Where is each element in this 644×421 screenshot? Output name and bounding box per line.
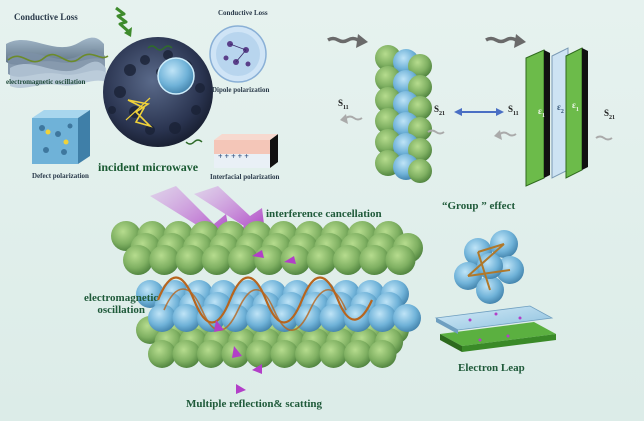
layer-sphere (123, 245, 153, 275)
layer-sphere (319, 304, 348, 332)
layer-sphere (270, 304, 299, 332)
layer-sphere (344, 340, 372, 368)
layer-sphere (359, 245, 390, 275)
layer-sphere (228, 245, 258, 275)
incident-microwave-label: incident microwave (98, 160, 199, 174)
group-effect-label: “Group ” effect (442, 200, 516, 212)
electron-leap-slabs (434, 305, 556, 352)
layer-sphere (306, 245, 337, 275)
sphere-column (375, 45, 432, 183)
layer-sphere (197, 340, 225, 368)
s11-left-label: S11 (338, 98, 349, 111)
layer-sphere (175, 245, 206, 275)
layer-sphere (368, 340, 397, 368)
column-sphere (408, 75, 432, 99)
em-oscillation-small-label: electromagnetic oscillation (6, 78, 86, 86)
column-sphere (408, 117, 432, 141)
s21-left-label: S21 (434, 104, 446, 117)
layer-sphere (333, 245, 363, 275)
layer-eps2-label: ε2 (557, 102, 564, 115)
green-layer-top (111, 221, 423, 275)
layer-sphere (246, 304, 274, 332)
interfacial-charges: + + + + + (218, 152, 249, 161)
s11-right-label: S11 (508, 104, 519, 117)
blue-layer (136, 280, 421, 332)
multiple-reflection-label: Multiple reflection& scatting (186, 398, 323, 410)
layer-sphere (148, 304, 176, 332)
layer-sphere (319, 340, 348, 368)
porous-sphere (103, 37, 213, 147)
conductive-loss-right-label: Conductive Loss (218, 9, 268, 17)
s21-right-label: S21 (604, 108, 616, 121)
layer-sphere (172, 304, 201, 332)
layer-sphere (148, 340, 176, 368)
dipole-circle (209, 25, 267, 83)
layer-eps1-a-label: ε1 (538, 106, 545, 119)
column-sphere (408, 138, 432, 162)
layer-sphere (385, 245, 416, 275)
defect-polarization-label: Defect polarization (32, 172, 89, 180)
em-oscillation-big-label: electromagnetic oscillation (84, 292, 159, 316)
layer-eps1-b-label: ε1 (572, 100, 579, 113)
dipole-polarization-label: Dipole polarization (212, 86, 270, 94)
em-wave (156, 276, 374, 324)
scatter-arrows (214, 250, 296, 394)
layer-sphere (246, 340, 274, 368)
layer-sphere (280, 245, 311, 275)
microwave-squiggle-icon (115, 6, 129, 33)
layer-sphere (393, 304, 421, 332)
conductive-loss-left-label: Conductive Loss (14, 12, 78, 22)
layer-sphere (201, 245, 232, 275)
interfacial-polarization-label: Interfacial polarization (210, 173, 280, 181)
interfacial-block (214, 134, 278, 168)
column-sphere (408, 96, 432, 120)
electron-leap-label: Electron Leap (458, 362, 525, 374)
layer-sphere (368, 304, 397, 332)
group-cluster (454, 230, 524, 304)
interference-cancellation-label: interference cancellation (266, 208, 382, 220)
layer-sphere (149, 245, 180, 275)
defect-cube (32, 110, 90, 164)
layer-sphere (254, 245, 285, 275)
layer-sphere (270, 340, 299, 368)
layer-slabs (525, 47, 588, 187)
column-sphere (408, 159, 432, 183)
graphene-sheets (6, 37, 109, 88)
layer-sphere (295, 304, 323, 332)
layer-sphere (172, 340, 201, 368)
column-sphere (408, 54, 432, 78)
layer-sphere (295, 340, 323, 368)
